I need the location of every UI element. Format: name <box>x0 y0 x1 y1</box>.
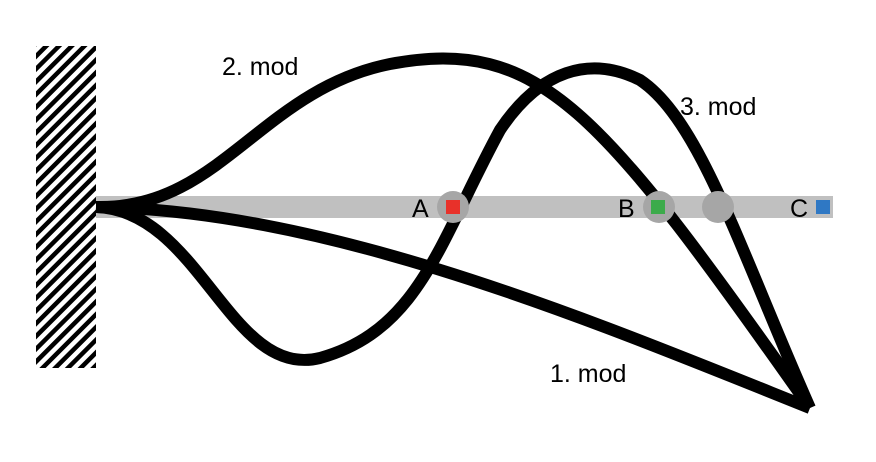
nodal-point-mode3 <box>702 191 734 223</box>
point-a-marker <box>446 200 460 214</box>
mode-3-curve <box>95 62 816 411</box>
point-b-marker <box>651 200 665 214</box>
mode-2-label: 2. mod <box>222 53 298 81</box>
mode-1-curve <box>95 201 813 414</box>
mode-3-label: 3. mod <box>680 93 756 121</box>
point-c-label: C <box>790 195 808 223</box>
point-b-label: B <box>618 195 635 223</box>
mode-1-label: 1. mod <box>550 360 626 388</box>
point-a-label: A <box>412 195 429 223</box>
fixed-wall-support <box>36 46 96 368</box>
point-c-marker <box>816 200 830 214</box>
